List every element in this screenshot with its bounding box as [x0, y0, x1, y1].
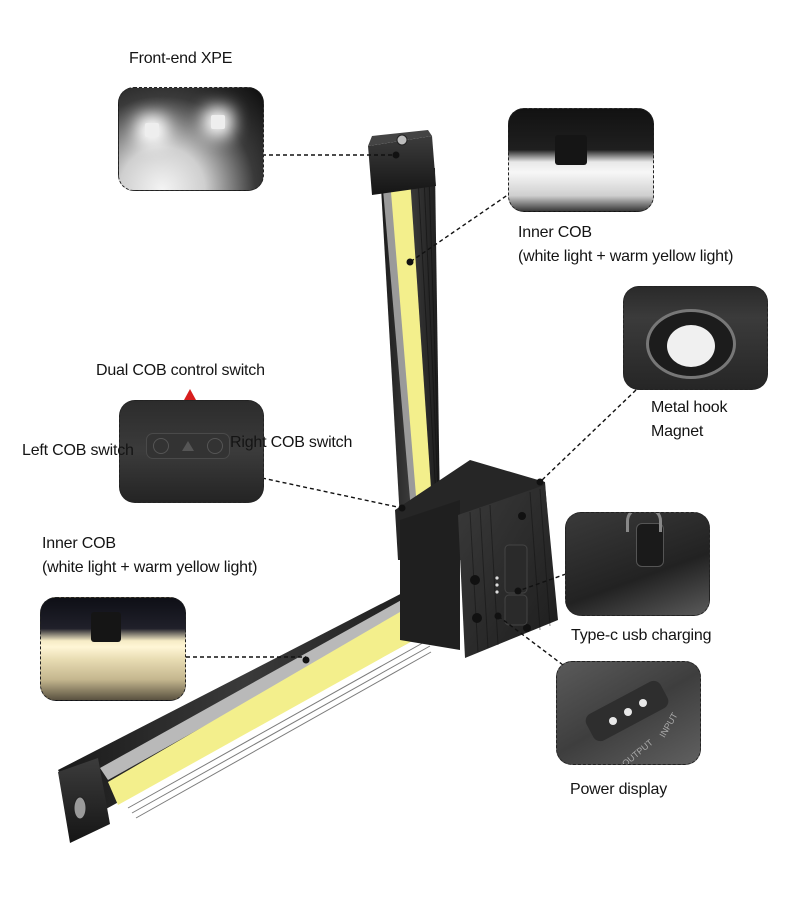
- xpe-led-left-icon: [145, 123, 159, 137]
- callout-photo-switch-panel: [119, 400, 264, 503]
- label-front-end-xpe: Front-end XPE: [129, 50, 233, 67]
- callout-connectors: [186, 154, 637, 666]
- label-inner-cob-bottom: Inner COB: [42, 535, 116, 552]
- label-magnet: Magnet: [651, 423, 704, 440]
- callout-photo-inner-cob-warm: [40, 597, 186, 701]
- callout-photo-type-c-port: [565, 512, 710, 616]
- cob-bracket-icon: [91, 612, 121, 642]
- hub-power-leds: [495, 576, 499, 594]
- label-inner-cob-top: Inner COB: [518, 224, 592, 241]
- hinge-hub: [395, 460, 558, 658]
- vertical-arm: [368, 130, 441, 522]
- xpe-led-right-icon: [211, 115, 225, 129]
- label-right-cob-switch: Right COB switch: [230, 434, 353, 451]
- callout-photo-inner-cob-white: [508, 108, 654, 212]
- switch-button-group: [146, 433, 230, 459]
- left-power-icon: [153, 438, 170, 454]
- label-dual-cob-control-switch: Dual COB control switch: [96, 362, 265, 379]
- label-inner-cob-top-detail: (white light + warm yellow light): [518, 248, 734, 265]
- label-type-c-usb-charging: Type-c usb charging: [571, 627, 712, 644]
- cob-bracket-icon: [555, 135, 587, 165]
- callout-anchor-dots: [302, 151, 544, 664]
- callout-photo-power-display: INPUT OUTPUT: [556, 661, 701, 765]
- power-led-2-icon: [624, 708, 632, 716]
- power-led-3-icon: [639, 699, 647, 707]
- label-metal-hook: Metal hook: [651, 399, 728, 416]
- power-led-1-icon: [609, 717, 617, 725]
- mode-chevron-icon: [181, 441, 194, 451]
- usb-cable-icon: [626, 513, 662, 532]
- callout-photo-front-end-xpe: [118, 87, 264, 191]
- input-marking: INPUT: [657, 710, 680, 740]
- magnet-disc-icon: [667, 325, 715, 367]
- label-left-cob-switch: Left COB switch: [22, 442, 134, 459]
- label-power-display: Power display: [570, 781, 668, 798]
- horizontal-arm: [58, 588, 432, 843]
- output-marking: OUTPUT: [620, 737, 655, 765]
- label-inner-cob-bottom-detail: (white light + warm yellow light): [42, 559, 258, 576]
- callout-photo-magnet: [623, 286, 768, 390]
- right-power-icon: [206, 438, 223, 454]
